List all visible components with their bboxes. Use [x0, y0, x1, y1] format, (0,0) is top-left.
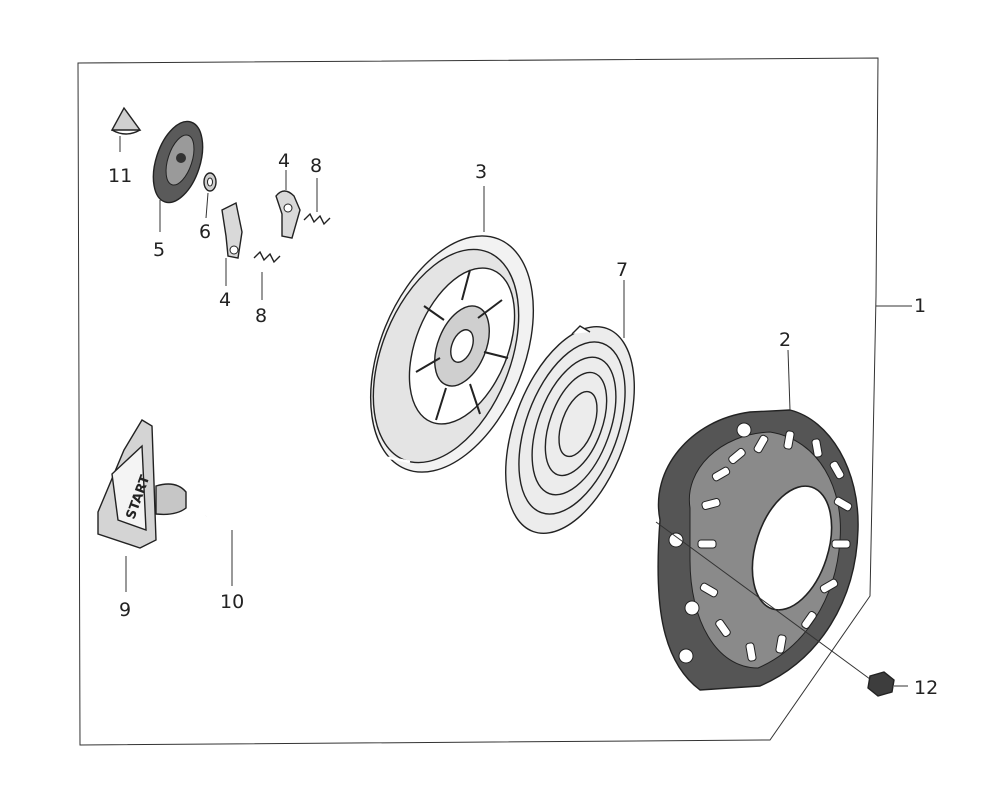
callout-1: 1: [914, 295, 926, 317]
callout-4-lower: 4: [219, 289, 231, 311]
assembly-boundary: [77, 57, 912, 746]
callout-12: 12: [914, 677, 938, 699]
part-2-starter-case: [655, 349, 875, 691]
callout-10: 10: [220, 591, 244, 613]
callout-7: 7: [616, 259, 628, 281]
part-12-bolt: [867, 671, 908, 697]
part-8-spring-upper: [303, 178, 331, 226]
callout-9: 9: [119, 599, 131, 621]
callout-11: 11: [108, 165, 132, 187]
part-10-rope: [205, 455, 411, 586]
part-7-recoil-spring: [505, 280, 635, 534]
callout-5: 5: [153, 239, 165, 261]
part-4-pawl-lower: [221, 201, 243, 286]
callout-6: 6: [199, 221, 211, 243]
callout-4-upper: 4: [278, 150, 290, 172]
part-8-spring-lower: [253, 250, 281, 300]
callout-3: 3: [475, 161, 487, 183]
callout-2: 2: [779, 329, 791, 351]
part-5-ratchet-plate: [152, 120, 204, 232]
part-6-washer: [203, 172, 217, 219]
part-4-pawl-upper: [275, 170, 301, 239]
part-11-cap: [110, 106, 142, 152]
callout-8-lower: 8: [255, 305, 267, 327]
callout-8-upper: 8: [310, 155, 322, 177]
part-9-starter-handle: START: [97, 419, 187, 592]
